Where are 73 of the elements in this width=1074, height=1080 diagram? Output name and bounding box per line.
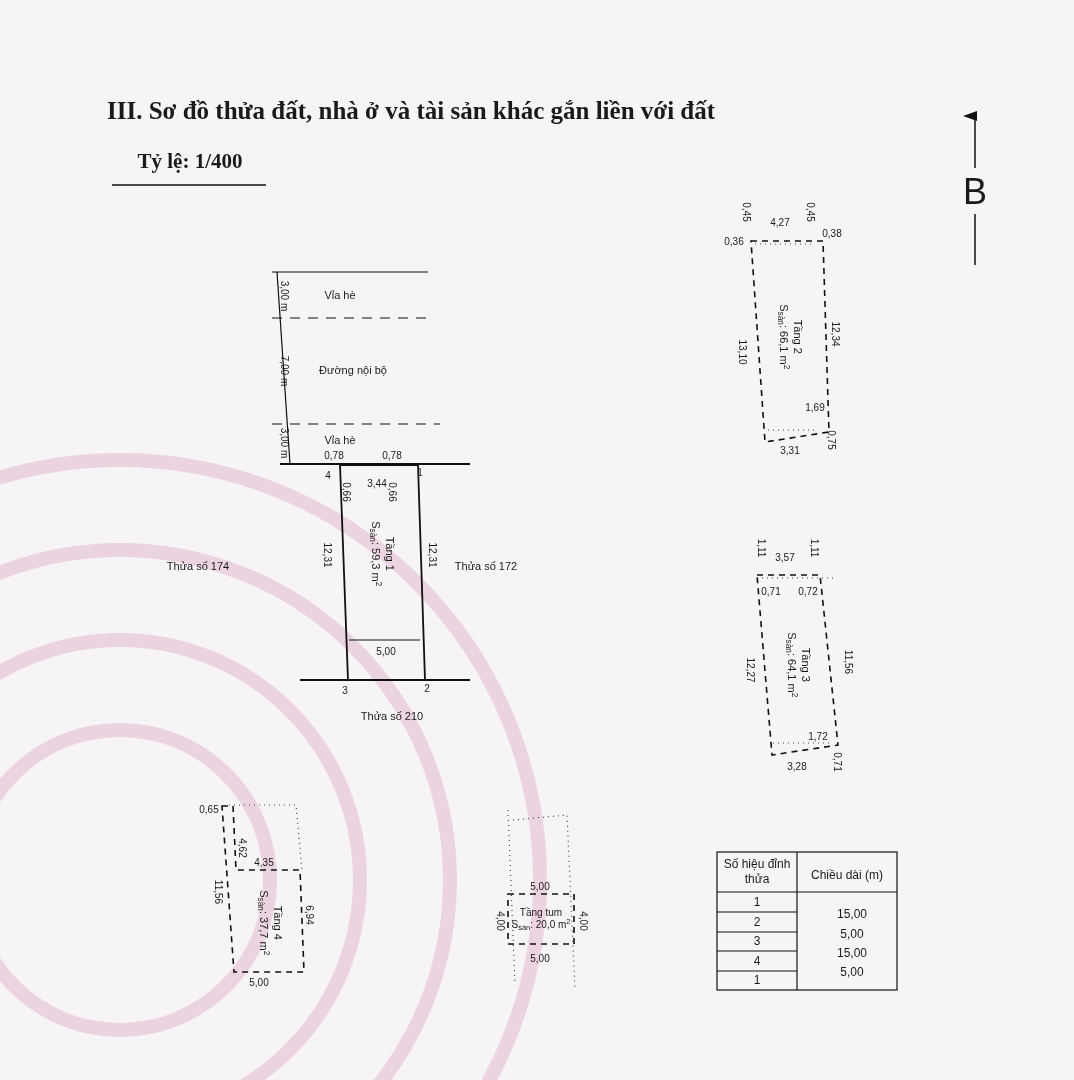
- floor-plan-outline: [336, 464, 428, 682]
- dimension-label: 3,00 m: [277, 280, 291, 312]
- floor-name: Tầng tum: [519, 906, 563, 919]
- area-label: Vỉa hè: [324, 432, 356, 448]
- dimension-label: 12,27: [743, 657, 757, 683]
- floor-area: S$_{sàn}$: 20,0 m$^{2}$: [511, 919, 571, 932]
- dimension-label: 0,78: [324, 448, 344, 463]
- dimension-label: 12,34: [828, 321, 842, 347]
- dimension-label: 1,11: [807, 538, 821, 558]
- dimension-label: 0,75: [824, 430, 838, 450]
- dimension-label: 3,44: [367, 476, 387, 489]
- dimension-label: 4,62: [235, 838, 249, 858]
- dimension-label: 4,00: [493, 911, 507, 931]
- dimension-label: 4,00: [576, 911, 590, 931]
- dimension-label: 0,65: [199, 802, 219, 817]
- table-cell-text: Số hiệu đỉnh thửa: [722, 857, 792, 887]
- table-cell-text: Chiều dài (m): [810, 867, 884, 883]
- dimension-label: 11,56: [211, 879, 225, 905]
- dimension-label: 0,36: [724, 234, 744, 249]
- dimension-label: 13,10: [735, 339, 749, 365]
- dimension-label: 4,27: [770, 215, 790, 230]
- table-cell-text: 4: [752, 953, 762, 969]
- dimension-label: 0,78: [382, 448, 402, 463]
- area-label: Thửa số 174: [166, 558, 230, 574]
- dimension-label: 12,31: [425, 542, 439, 568]
- dimension-label: 12,31: [320, 542, 334, 568]
- dimension-label: 3,00 m: [277, 427, 291, 459]
- dimension-label: 1,11: [754, 538, 768, 558]
- scale-label: Tỷ lệ: 1/400: [137, 148, 243, 176]
- dimension-label: 0,66: [339, 482, 353, 502]
- table-cell-text: 2: [752, 914, 762, 930]
- dimension-label: 4: [325, 468, 331, 483]
- floor-name: Tầng 1: [382, 536, 396, 572]
- dimension-label: 5,00: [376, 644, 396, 659]
- dimension-label: 7,00 m: [277, 355, 291, 387]
- dimension-label: 5,00: [530, 879, 550, 894]
- dimension-label: 3,28: [787, 759, 807, 774]
- dimension-label: 0,71: [830, 752, 844, 772]
- dimension-label: 5,00: [530, 951, 550, 966]
- dimension-label: 1: [417, 465, 423, 480]
- dimension-label: 0,66: [386, 482, 399, 502]
- dimension-label: 5,00: [249, 975, 269, 990]
- dimension-label: 3,57: [775, 550, 795, 565]
- dimension-label: 1,72: [808, 729, 828, 744]
- area-label: Đường nội bộ: [319, 362, 387, 378]
- table-cell-text: 1: [752, 972, 762, 988]
- table-cell-text: 5,00: [839, 964, 865, 980]
- dimension-label: 2: [424, 681, 430, 696]
- table-cell-text: 5,00: [839, 926, 865, 942]
- floor-name: Tầng 3: [798, 647, 812, 683]
- area-label: Vỉa hè: [324, 287, 356, 303]
- area-label: Thửa số 172: [454, 558, 518, 574]
- dimension-label: 4,35: [254, 855, 274, 870]
- dimension-label: 0,38: [822, 226, 842, 241]
- dimension-label: 3: [342, 683, 348, 698]
- dimension-label: 0,45: [739, 202, 753, 222]
- dimension-label: 11,56: [841, 649, 855, 675]
- diagram-title: III. Sơ đồ thửa đất, nhà ở và tài sản khác gắn liền với đất: [107, 96, 716, 126]
- dimension-label: 0,72: [798, 584, 818, 599]
- north-label: B: [963, 170, 987, 214]
- floor-name: Tầng 2: [790, 319, 804, 355]
- dimension-label: 3,31: [780, 443, 800, 458]
- floor-name: Tầng 4: [270, 905, 284, 940]
- table-cell-text: 15,00: [836, 945, 868, 961]
- floor-plan-outline: [505, 890, 577, 948]
- table-cell-text: 1: [752, 894, 762, 910]
- dimension-label: 0,45: [803, 202, 817, 222]
- dimension-label: 6,94: [302, 905, 316, 925]
- table-cell-text: 3: [752, 933, 762, 949]
- dimension-label: 0,71: [761, 584, 781, 599]
- table-cell-text: 15,00: [836, 906, 868, 922]
- dimension-label: 1,69: [805, 400, 825, 415]
- area-label: Thửa số 210: [360, 708, 424, 724]
